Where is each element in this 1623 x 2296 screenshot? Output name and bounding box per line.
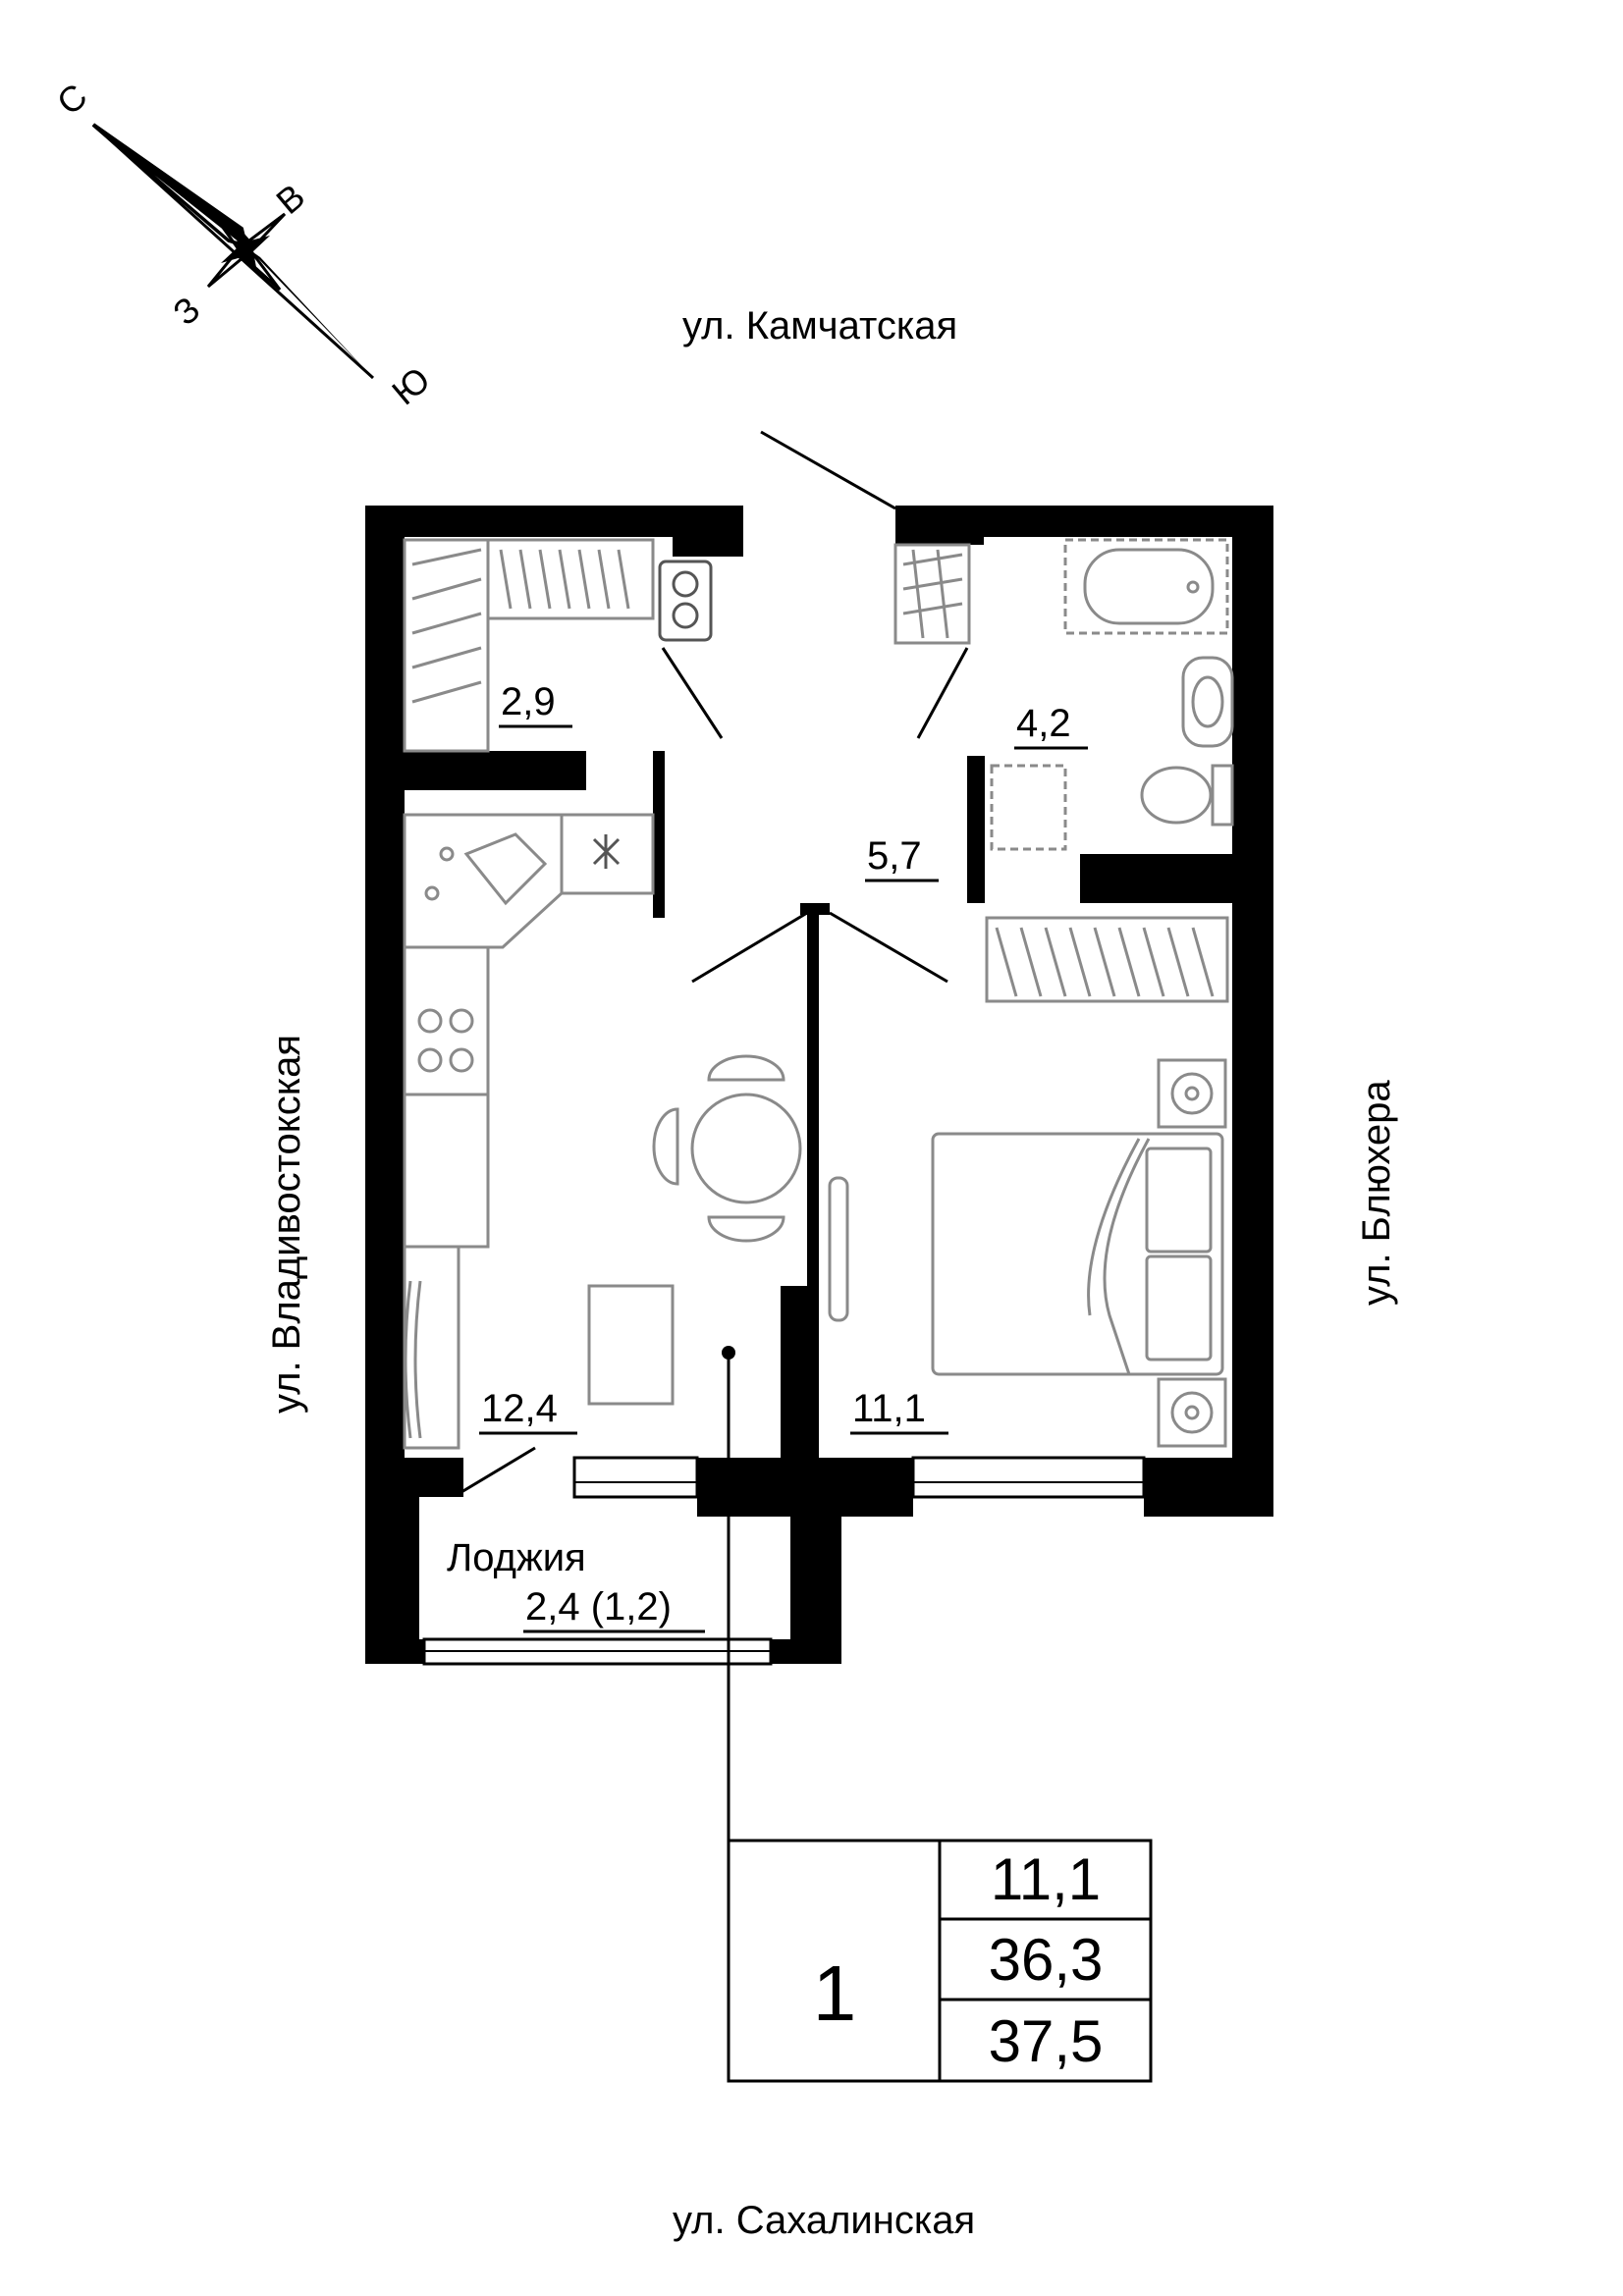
room-labels: 2,9 4,2 5,7 12,4 11,1 Лоджия 2,4 (1,2) — [447, 680, 1088, 1633]
compass-west-label: З — [165, 289, 207, 333]
boiler-icon — [658, 560, 713, 642]
summary-table: 1 11,1 36,3 37,5 — [727, 1839, 1153, 2083]
compass-rose: С В З Ю — [49, 76, 437, 412]
room-storage-area: 2,9 — [501, 680, 556, 723]
room-kitchen-area: 12,4 — [481, 1387, 558, 1430]
loggia-door — [460, 1446, 536, 1494]
loggia-name: Лоджия — [447, 1536, 586, 1579]
compass-star — [221, 224, 270, 273]
street-bottom-label: ул. Сахалинская — [673, 2199, 975, 2242]
bathroom-shelf — [893, 543, 971, 645]
compass-axis — [91, 123, 375, 380]
bathtub-icon — [1063, 538, 1229, 635]
mirror — [828, 1176, 849, 1322]
bedroom-door — [829, 911, 948, 984]
walls — [365, 506, 1273, 1664]
room-bathroom-area: 4,2 — [1016, 702, 1071, 745]
summary-rooms-count: 1 — [813, 1949, 857, 2037]
compass-tail — [250, 250, 373, 378]
kitchen-window — [572, 1456, 699, 1499]
kitchen-cabinet — [403, 1245, 460, 1450]
kitchen-sink-icon — [403, 813, 564, 949]
compass-north-label: С — [49, 76, 94, 123]
summary-total-area: 36,3 — [989, 1927, 1104, 1993]
wardrobe — [985, 916, 1229, 1003]
street-right-label: ул. Блюхера — [1355, 1080, 1398, 1306]
room-bedroom-area: 11,1 — [852, 1387, 926, 1430]
bathroom-door — [916, 647, 969, 739]
compass-needle-back — [92, 123, 246, 247]
furniture — [403, 538, 1234, 1450]
nightstand-top — [1157, 1058, 1227, 1129]
compass-east-label: В — [268, 176, 312, 222]
storage-shelf-top — [486, 538, 655, 620]
nightstand-bottom — [1157, 1377, 1227, 1448]
street-top-label: ул. Камчатская — [682, 304, 957, 347]
entrance-door — [760, 430, 896, 510]
bed-icon — [931, 1132, 1224, 1376]
fridge-icon — [560, 813, 655, 895]
summary-living-area: 11,1 — [991, 1846, 1101, 1912]
chair-top — [707, 1054, 785, 1082]
kitchen-door — [691, 911, 808, 984]
compass-south-label: Ю — [384, 359, 437, 413]
summary-total-with-loggia: 37,5 — [989, 2008, 1104, 2074]
stove-icon — [403, 945, 490, 1096]
sink-icon — [1181, 656, 1234, 748]
toilet-icon — [1211, 764, 1234, 827]
washing-machine — [990, 764, 1067, 851]
street-left-label: ул. Владивостокская — [265, 1035, 308, 1414]
windows — [422, 1456, 1146, 1666]
bedroom-window — [911, 1456, 1146, 1499]
compass-star-inner — [206, 209, 287, 292]
dining-table — [690, 1093, 802, 1204]
loggia-area: 2,4 (1,2) — [525, 1585, 672, 1629]
room-hall-area: 5,7 — [867, 834, 922, 878]
storage-shelf-left — [403, 538, 490, 753]
chair-left — [652, 1107, 679, 1186]
chair-bottom — [707, 1215, 785, 1243]
doors — [460, 430, 969, 1494]
storage-door — [661, 647, 724, 739]
kitchen-table — [587, 1284, 675, 1406]
